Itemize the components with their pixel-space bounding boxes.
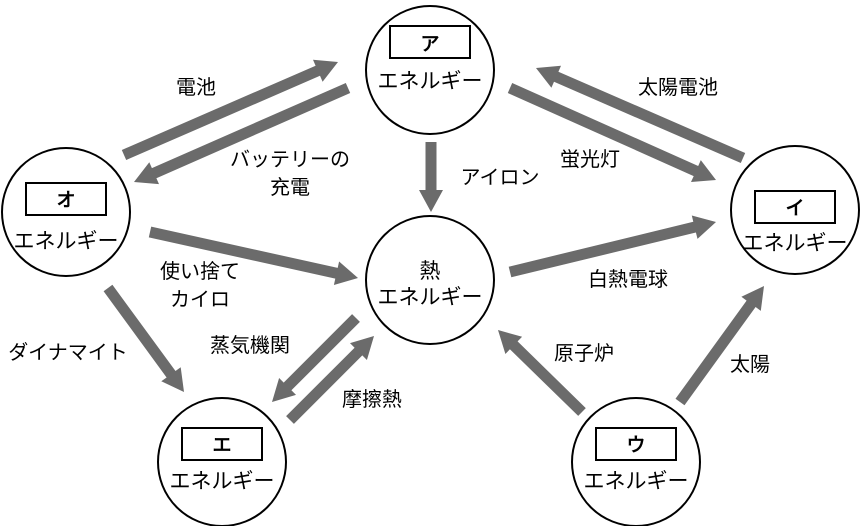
arrow-dynamite: [103, 284, 184, 392]
node-u-box-text: ウ: [626, 434, 645, 456]
arrow-kairo: [148, 226, 358, 285]
node-heat: 熱 エネルギー: [365, 215, 495, 345]
node-heat-label-1: 熱: [420, 259, 441, 283]
node-e: エ エネルギー: [157, 397, 287, 526]
node-u-label: エネルギー: [584, 469, 689, 493]
node-o-box: [25, 182, 107, 216]
node-e-label: エネルギー: [170, 469, 275, 493]
node-a-box-text: ア: [420, 33, 439, 55]
label-steam-engine: 蒸気機関: [210, 333, 290, 357]
node-i: イ エネルギー: [730, 145, 860, 275]
node-a: ア エネルギー: [365, 5, 495, 135]
node-u-circle: [571, 397, 701, 526]
node-o-box-text: オ: [56, 189, 75, 211]
arrow-sun: [675, 286, 764, 406]
label-sun: 太陽: [730, 352, 770, 376]
arrow-firefly: [507, 83, 716, 182]
arrow-reactor: [498, 330, 586, 416]
label-battery-charge-2: 充電: [270, 175, 310, 199]
node-e-circle: [157, 397, 287, 526]
node-i-box-text: イ: [785, 197, 804, 219]
label-battery-charge-1: バッテリーの: [230, 147, 350, 171]
node-heat-circle: [365, 215, 495, 345]
node-a-box: [389, 25, 471, 59]
label-solar-cell: 太陽電池: [638, 75, 718, 99]
node-i-box: [754, 190, 836, 224]
node-a-label: エネルギー: [378, 69, 483, 93]
arrow-denchi: [121, 59, 338, 160]
label-firefly: 蛍光灯: [560, 147, 620, 171]
arrow-layer: [103, 59, 764, 424]
arrow-friction-heat: [286, 336, 374, 424]
label-dynamite: ダイナマイト: [8, 340, 128, 364]
label-reactor: 原子炉: [554, 341, 614, 365]
label-friction-heat: 摩擦熱: [342, 387, 402, 411]
node-e-box: [181, 427, 263, 461]
label-iron: アイロン: [461, 165, 540, 189]
node-e-box-text: エ: [212, 434, 231, 456]
node-u: ウ エネルギー: [571, 397, 701, 526]
node-o: オ エネルギー: [1, 147, 131, 277]
label-kairo-1: 使い捨て: [160, 259, 240, 283]
label-kairo-2: カイロ: [170, 287, 230, 311]
label-incandescent: 白熱電球: [588, 267, 668, 291]
node-o-label: エネルギー: [14, 229, 119, 253]
arrow-steam-engine: [272, 314, 360, 402]
node-i-label: エネルギー: [743, 231, 848, 255]
node-heat-label-2: エネルギー: [378, 285, 483, 309]
node-u-box: [595, 427, 677, 461]
label-denchi: 電池: [176, 75, 216, 99]
arrow-iron: [419, 142, 443, 212]
arrow-battery-charge: [134, 83, 351, 185]
arrow-solar-cell: [536, 65, 746, 163]
arrow-incandescent: [508, 215, 716, 278]
